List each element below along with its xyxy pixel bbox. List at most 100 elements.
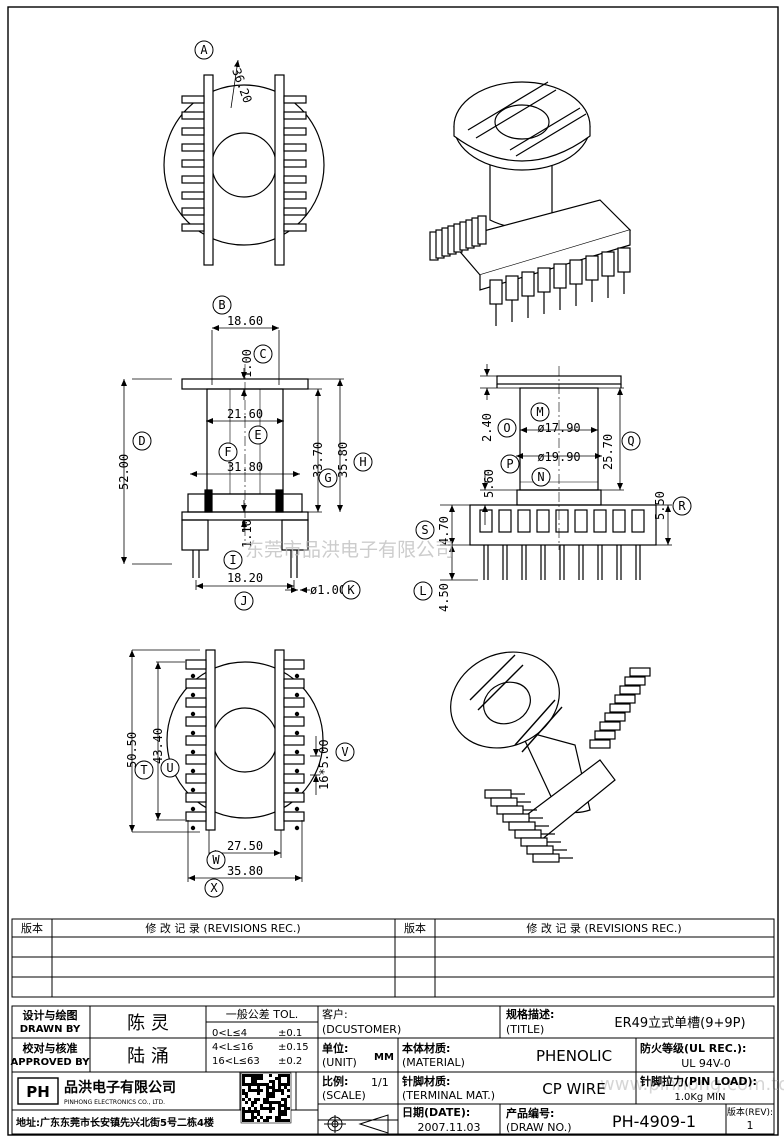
- terminal-label-cn: 针脚材质:: [402, 1074, 450, 1088]
- tol-range-1: 0<L≤4: [212, 1028, 247, 1039]
- svg-text:PH: PH: [26, 1083, 50, 1101]
- balloon-q: Q: [621, 431, 641, 451]
- svg-text:D: D: [138, 434, 145, 448]
- svg-text:R: R: [678, 499, 686, 513]
- approved-by-value: 陆 涌: [127, 1046, 169, 1067]
- balloon-a: A: [194, 40, 214, 60]
- dim-p: 5.60: [482, 469, 496, 498]
- unit-label-en: (UNIT): [322, 1056, 357, 1069]
- bottom-view: [166, 649, 324, 831]
- balloon-k: K: [341, 580, 361, 600]
- draw-no-value: PH-4909-1: [612, 1112, 696, 1131]
- draw-no-label-cn: 产品编号:: [506, 1106, 554, 1120]
- svg-text:E: E: [254, 428, 261, 442]
- front-view-dimensions: [121, 325, 344, 593]
- terminal-value: CP WIRE: [542, 1080, 605, 1098]
- dim-j: 18.20: [227, 571, 263, 585]
- svg-text:P: P: [506, 457, 513, 471]
- date-label: 日期(DATE):: [402, 1105, 470, 1119]
- dim-h: 35.80: [336, 442, 350, 478]
- rev-col-version-left: 版本: [21, 921, 43, 935]
- top-view: [163, 59, 325, 266]
- rev-col-version-right: 版本: [404, 921, 426, 935]
- scale-label-en: (SCALE): [322, 1089, 366, 1102]
- svg-text:M: M: [536, 405, 543, 419]
- dim-x: 35.80: [227, 864, 263, 878]
- balloon-c: C: [253, 344, 273, 364]
- rev-col-record-right: 修 改 记 录 (REVISIONS REC.): [526, 921, 681, 935]
- unit-value: MM: [374, 1052, 394, 1063]
- date-value: 2007.11.03: [418, 1121, 481, 1134]
- balloon-l: L: [413, 581, 433, 601]
- svg-text:N: N: [537, 470, 544, 484]
- dim-v: 16*5.00: [317, 739, 331, 790]
- ul-label: 防火等级(UL REC.):: [640, 1041, 746, 1055]
- customer-label-en: (DCUSTOMER): [322, 1023, 401, 1036]
- balloon-v: V: [335, 742, 355, 762]
- svg-text:H: H: [359, 455, 366, 469]
- approved-by-label-cn: 校对与核准: [23, 1041, 78, 1055]
- drawn-by-label-en: DRAWN BY: [20, 1024, 81, 1035]
- balloon-n: N: [531, 467, 551, 487]
- tol-range-2: 4<L≤16: [212, 1042, 253, 1053]
- svg-text:B: B: [218, 298, 225, 312]
- dim-l: 4.50: [437, 583, 451, 612]
- dim-q: 25.70: [601, 434, 615, 470]
- tol-value-3: ±0.2: [278, 1056, 302, 1067]
- title-label-en: (TITLE): [506, 1023, 544, 1036]
- balloon-g: G: [318, 468, 338, 488]
- dim-r: 5.50: [653, 491, 667, 520]
- scale-label-cn: 比例:: [322, 1074, 348, 1088]
- dim-g: 33.70: [311, 442, 325, 478]
- company-watermark: 东莞市品洪电子有限公司: [245, 539, 454, 561]
- scale-value: 1/1: [371, 1076, 389, 1089]
- dim-e: 21.60: [227, 407, 263, 421]
- balloon-b: B: [212, 295, 232, 315]
- customer-label-cn: 客户:: [322, 1007, 348, 1021]
- balloon-w: W: [206, 850, 226, 870]
- balloon-i: I: [223, 550, 243, 570]
- site-watermark: www.pinhong.com.td: [600, 1074, 784, 1095]
- svg-text:J: J: [240, 594, 247, 608]
- rev-value: 1: [747, 1119, 754, 1132]
- company-address: 地址:广东东莞市长安镇先兴北街5号二栋4楼: [16, 1116, 214, 1129]
- tol-value-1: ±0.1: [278, 1028, 302, 1039]
- dim-w: 27.50: [227, 839, 263, 853]
- svg-text:X: X: [210, 881, 218, 895]
- dim-d: 52.00: [117, 454, 131, 490]
- isometric-view-top: [429, 81, 632, 326]
- title-block: [11, 1005, 775, 1135]
- drawn-by-label-cn: 设计与绘图: [23, 1008, 78, 1022]
- material-value: PHENOLIC: [536, 1047, 612, 1065]
- svg-text:V: V: [341, 745, 348, 759]
- balloon-x: X: [204, 878, 224, 898]
- svg-text:Q: Q: [627, 434, 634, 448]
- tol-range-3: 16<L≤63: [212, 1056, 260, 1067]
- dim-i: 1.10: [240, 519, 254, 548]
- company-logo: PH: [17, 1077, 59, 1105]
- balloon-u: U: [160, 758, 180, 778]
- dim-o: 2.40: [480, 413, 494, 442]
- drawn-by-value: 陈 灵: [127, 1013, 169, 1034]
- terminal-label-en: (TERMINAL MAT.): [402, 1089, 495, 1102]
- dim-f: 31.80: [227, 460, 263, 474]
- dim-k: ø1.00: [310, 583, 346, 597]
- balloon-m: M: [530, 402, 550, 422]
- balloon-p: P: [500, 454, 520, 474]
- dim-s: 4.70: [437, 516, 451, 545]
- svg-text:U: U: [166, 761, 173, 775]
- sheet-border: [7, 6, 779, 1136]
- svg-text:A: A: [200, 43, 208, 57]
- dim-m: ø17.90: [537, 421, 580, 435]
- svg-text:F: F: [224, 445, 231, 459]
- ul-value: UL 94V-0: [681, 1057, 731, 1070]
- svg-text:T: T: [140, 763, 147, 777]
- balloon-s: S: [415, 520, 435, 540]
- side-view-dimensions: [440, 364, 672, 581]
- svg-text:L: L: [419, 584, 426, 598]
- projection-symbol: [324, 1114, 389, 1134]
- svg-text:G: G: [324, 471, 331, 485]
- balloon-f: F: [218, 442, 238, 462]
- balloon-h: H: [353, 452, 373, 472]
